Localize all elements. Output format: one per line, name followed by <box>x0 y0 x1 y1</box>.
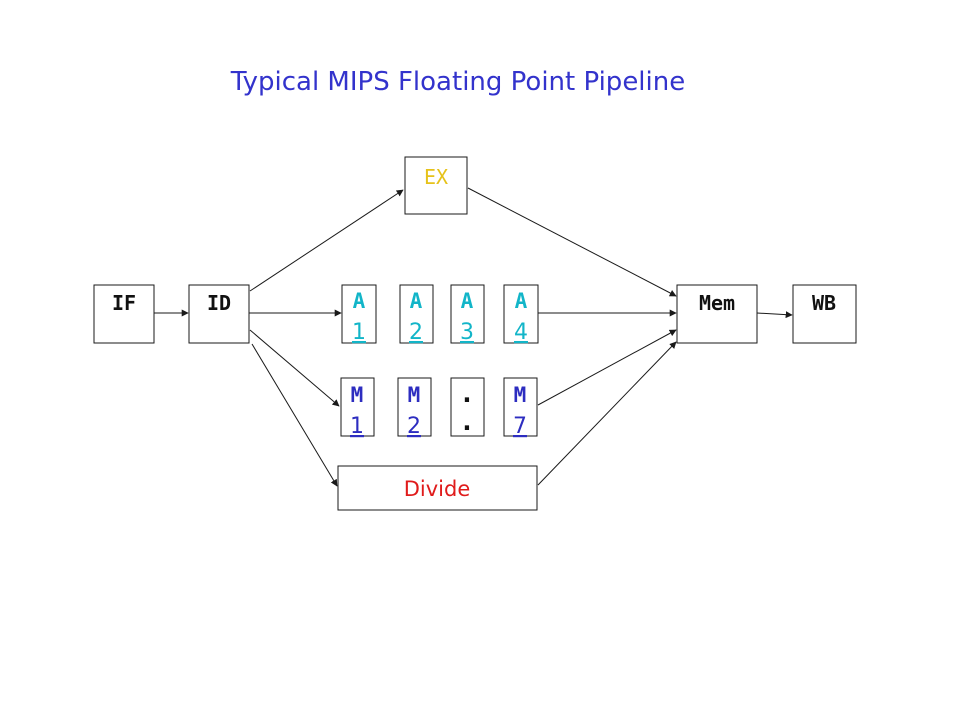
multiplier-unit-number: 7 <box>513 414 527 439</box>
stage-ex: EX <box>404 156 468 215</box>
adder-unit-number: 1 <box>352 320 366 345</box>
multiplier-unit-letter: M <box>351 383 364 407</box>
stage-mem-box <box>676 284 758 344</box>
adder-unit-box <box>450 284 485 344</box>
stage-if-label: IF <box>112 291 136 315</box>
multiplier-unit-m7: M 7 <box>503 377 538 439</box>
divide-unit: Divide <box>337 465 538 511</box>
multiplier-unit-number: 2 <box>407 414 421 439</box>
multiplier-unit-m1: M 1 <box>340 377 375 439</box>
adder-unit-a4: A 4 <box>503 284 539 345</box>
diagram-title: Typical MIPS Floating Point Pipeline <box>230 67 685 97</box>
multiplier-unit-letter: M <box>514 383 527 407</box>
stage-wb-label: WB <box>812 291 836 315</box>
adder-unit-box <box>399 284 434 344</box>
multiplier-unit-letter: M <box>408 383 421 407</box>
arrow-divide-to-mem <box>537 341 677 486</box>
multiplier-unit-box <box>503 377 538 437</box>
adder-unit-letter: A <box>461 289 474 313</box>
multiplier-unit-box <box>450 377 485 437</box>
ellipsis-dot-top: . <box>459 379 475 409</box>
arrow-id-to-m1 <box>249 329 340 407</box>
ellipsis-dot-bottom: . <box>459 407 475 437</box>
arrow-m7-to-mem <box>537 329 677 406</box>
arrow-id-to-divide <box>251 343 338 487</box>
adder-unit-box <box>503 284 539 344</box>
adder-unit-number: 4 <box>514 320 528 345</box>
stage-ex-label: EX <box>424 165 448 189</box>
divide-unit-box <box>337 465 538 511</box>
stage-id-box <box>188 284 250 344</box>
stage-id: ID <box>188 284 250 344</box>
adder-unit-number: 2 <box>409 320 423 345</box>
stage-id-label: ID <box>207 291 231 315</box>
stage-wb-box <box>792 284 857 344</box>
adder-unit-letter: A <box>353 289 366 313</box>
arrow-mem-to-wb <box>756 311 793 319</box>
adder-unit-letter: A <box>515 289 528 313</box>
multiplier-unit-number: 1 <box>350 414 364 439</box>
stage-if-box <box>93 284 155 344</box>
multiplier-unit-box <box>340 377 375 437</box>
arrow-ex-to-mem <box>467 187 677 297</box>
adder-unit-number: 3 <box>460 320 474 345</box>
adder-unit-a3: A 3 <box>450 284 485 345</box>
arrow-id-to-ex <box>249 189 404 292</box>
stage-mem: Mem <box>676 284 758 344</box>
multiplier-unit-m2: M 2 <box>397 377 432 439</box>
stage-mem-label: Mem <box>699 291 735 315</box>
multiplier-unit-box <box>397 377 432 437</box>
adder-unit-letter: A <box>410 289 423 313</box>
divide-unit-label: Divide <box>404 477 471 501</box>
adder-unit-a2: A 2 <box>399 284 434 345</box>
stage-if: IF <box>93 284 155 344</box>
multiplier-unit-ellipsis: . . <box>450 377 485 437</box>
stage-wb: WB <box>792 284 857 344</box>
adder-unit-a1: A 1 <box>341 284 377 345</box>
adder-unit-box <box>341 284 377 344</box>
stage-ex-box <box>404 156 468 215</box>
